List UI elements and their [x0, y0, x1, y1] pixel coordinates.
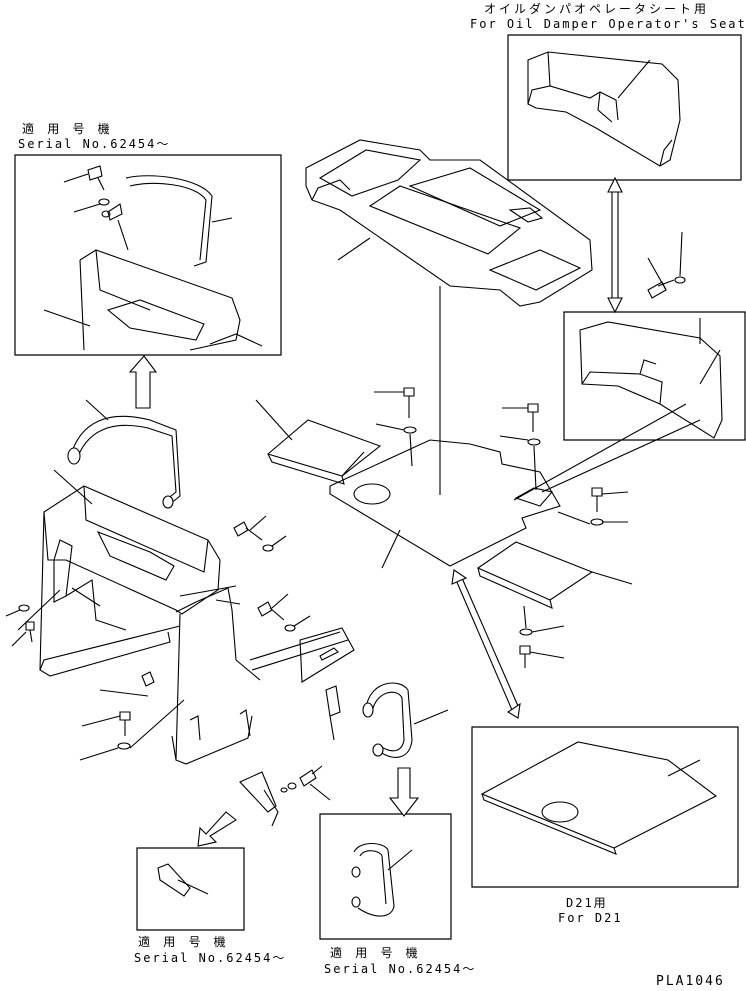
cover-plate-part — [580, 322, 722, 438]
floor-mat-part — [306, 140, 592, 495]
left-bracket-assembly — [18, 470, 354, 764]
inset-box-d21 — [472, 727, 738, 887]
d21-label-jp: D21用 — [566, 896, 608, 910]
damper-seat-cover-part — [528, 52, 680, 166]
inset-box-right-panel — [564, 312, 745, 440]
serial-note-bottom-left-en: Serial No.62454～ — [134, 951, 287, 965]
clip-bracket-part — [240, 686, 340, 826]
left-cover-plate — [256, 400, 380, 484]
inset-box-bottom-left — [137, 848, 244, 930]
direction-arrows — [130, 178, 700, 846]
grab-handle-part — [68, 400, 180, 508]
seat-variant-label-jp: オイルダンパオペレータシート用 — [484, 2, 710, 16]
serial-note-top-left-en: Serial No.62454～ — [18, 137, 171, 151]
seat-variant-label-en: For Oil Damper Operator's Seat — [470, 17, 746, 31]
inset-box-bottom-center — [320, 814, 451, 939]
serial-note-bottom-center-en: Serial No.62454～ — [324, 962, 477, 976]
drawing-number: PLA1046 — [656, 974, 725, 989]
d21-label-en: For D21 — [558, 911, 623, 925]
floor-plate-part — [330, 440, 560, 568]
bolt-set — [6, 166, 685, 800]
bottom-left-inset-clip — [158, 864, 208, 896]
inset-box-damper-seat — [508, 35, 741, 180]
inset-box-top-left — [15, 155, 281, 355]
bottom-center-inset-handle — [352, 844, 412, 917]
serial-note-top-left-jp: 適 用 号 機 — [22, 122, 113, 136]
lower-handle-part — [363, 683, 448, 757]
serial-note-bottom-left-jp: 適 用 号 機 — [138, 935, 229, 949]
right-cover-plate — [478, 542, 632, 608]
d21-floor-plate — [482, 742, 716, 854]
top-left-inset-content — [44, 176, 262, 350]
serial-note-bottom-center-jp: 適 用 号 機 — [330, 946, 421, 960]
